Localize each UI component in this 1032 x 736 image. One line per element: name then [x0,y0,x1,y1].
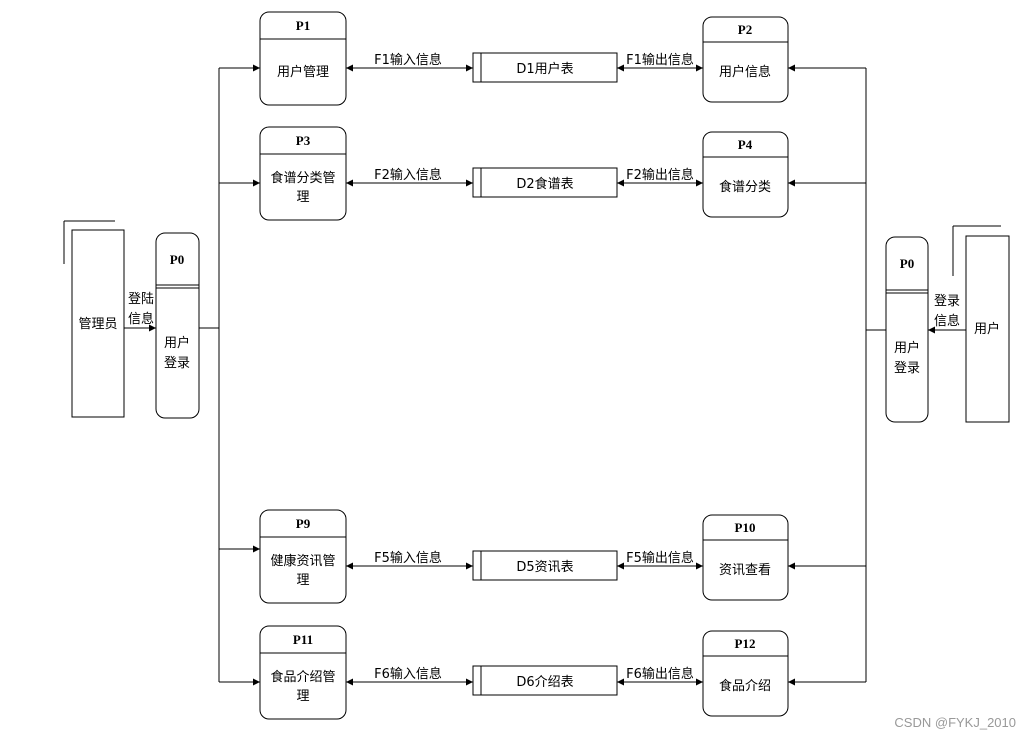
store-d1 [472,52,618,83]
store-d5 [472,550,618,581]
p9-id: P9 [296,516,311,531]
admin-entity-label: 管理员 [78,317,117,332]
p4-name: 食谱分类 [719,179,771,195]
p2-id: P2 [738,22,752,37]
p9-name-line1: 健康资讯管 [270,553,335,569]
flow-f2-out-label: F2输出信息 [626,167,694,183]
process-p0-right [885,236,929,423]
p10-name: 资讯查看 [719,562,771,578]
p11-id: P11 [293,632,313,647]
process-p0-left [155,232,200,419]
p9-name-line2: 理 [296,573,309,588]
admin-entity [63,220,125,418]
p4-id: P4 [738,137,753,152]
watermark: CSDN @FYKJ_2010 [894,715,1016,730]
user-entity-label: 用户 [974,321,1000,337]
flow-f2-in-label: F2输入信息 [374,167,442,183]
process-p3 [259,126,347,221]
p11-name-line1: 食品介绍管 [270,669,335,685]
flow-f1-in-label: F1输入信息 [374,52,442,68]
store-d1-label: D1用户表 [516,61,573,77]
process-p9 [259,509,347,604]
store-d2 [472,167,618,198]
user-login-label-line1: 登录 [934,294,960,309]
p1-name: 用户管理 [277,64,329,80]
user-entity [952,225,1010,423]
flow-f5-in-label: F5输入信息 [374,550,442,566]
p1-id: P1 [296,18,310,33]
admin-login-label-line1: 登陆 [128,291,154,307]
flow-f1-out-label: F1输出信息 [626,52,694,68]
p0-left-name-line2: 登录 [164,356,190,371]
p0-right-id: P0 [900,256,914,271]
p12-id: P12 [735,636,756,651]
store-d5-label: D5资讯表 [516,560,573,575]
p12-name: 食品介绍 [719,678,771,694]
process-p1 [259,11,347,106]
p3-name-line1: 食谱分类管 [270,170,335,186]
process-p4 [702,131,789,218]
flow-f6-in-label: F6输入信息 [374,666,442,682]
flow-f5-out-label: F5输出信息 [626,550,694,566]
p3-id: P3 [296,133,311,148]
p0-right-name-line1: 用户 [894,340,920,356]
store-d6 [472,665,618,696]
flow-f6-out-label: F6输出信息 [626,666,694,682]
process-p12 [702,630,789,717]
p2-name: 用户信息 [719,64,771,80]
p11-name-line2: 理 [296,689,309,704]
p10-id: P10 [735,520,756,535]
store-d6-label: D6介绍表 [516,675,573,690]
admin-login-label-line2: 信息 [128,311,154,327]
p0-left-id: P0 [170,252,184,267]
process-p11 [259,625,347,720]
process-p2 [702,16,789,103]
p0-right-name-line2: 登录 [894,361,920,376]
p0-left-name-line1: 用户 [164,335,190,351]
user-login-label-line2: 信息 [934,313,960,329]
store-d2-label: D2食谱表 [516,176,573,192]
p3-name-line2: 理 [296,190,309,205]
process-p10 [702,514,789,601]
